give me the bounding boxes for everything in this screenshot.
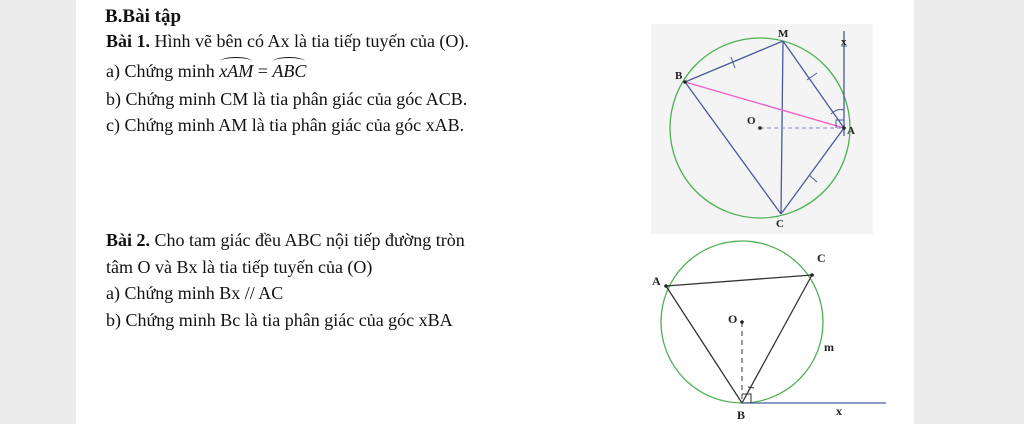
ex1-segment-bm (684, 40, 784, 83)
ex1-statement: Bài 1. Hình vẽ bên có Ax là tia tiếp tuy… (106, 31, 469, 52)
ex1-statement-text: Hình vẽ bên có Ax là tia tiếp tuyến của … (150, 31, 469, 51)
ex2-label-x: x (836, 404, 842, 418)
ex2-statement-line2: tâm O và Bx là tia tiếp tuyến của (O) (106, 257, 373, 277)
ex2-label-o: O (728, 312, 737, 326)
ex2-side-cb (741, 274, 813, 404)
ex2-label-b: B (737, 408, 745, 422)
ex1-label-o: O (747, 115, 756, 127)
ex1-label-x: x (841, 36, 847, 48)
page-margin-right (914, 0, 1024, 424)
ex2-label-a: A (652, 274, 661, 288)
ex1-arc-xam: xAM (219, 57, 254, 81)
ex1-figure: M x B O A C (651, 24, 873, 234)
ex1-label-a: A (847, 125, 855, 137)
document-page: B.Bài tập Bài 1. Hình vẽ bên có Ax là ti… (76, 0, 914, 424)
ex1-segment-ma (782, 40, 845, 129)
ex2-label-c: C (817, 251, 826, 265)
ex2-label: Bài 2. (106, 230, 151, 250)
ex1-circle (669, 37, 851, 219)
ex2-part-a: a) Chứng minh Bx // AC (106, 283, 284, 303)
ex2-statement-text: Cho tam giác đều ABC nội tiếp đường tròn (150, 230, 465, 250)
ex1-part-b: b) Chứng minh CM là tia phân giác của gó… (106, 89, 468, 109)
ex1-arc-abc: ABC (272, 57, 307, 81)
ex2-part-b: b) Chứng minh Bc là tia phân giác của gó… (106, 310, 453, 330)
ex1-label: Bài 1. (106, 31, 151, 51)
ex1-segment-ac (780, 127, 845, 215)
ex2-statement: Bài 2. Cho tam giác đều ABC nội tiếp đườ… (106, 230, 465, 251)
ex1-label-b: B (675, 70, 683, 82)
ex2-side-ab (665, 285, 743, 404)
ex2-figure: C A O m B x (652, 240, 886, 422)
ex2-side-ac (665, 274, 813, 287)
ex1-segment-ba (684, 81, 845, 129)
ex1-label-m: M (778, 28, 789, 40)
ex1-equals: = (253, 61, 273, 81)
section-heading: B.Bài tập (105, 6, 182, 27)
ex1-label-c: C (776, 218, 784, 230)
ex1-part-c: c) Chứng minh AM là tia phân giác của gó… (106, 115, 465, 135)
page-margin-left (0, 0, 76, 424)
ex2-label-m: m (824, 340, 834, 354)
ex1-part-a-prefix: a) Chứng minh (106, 61, 220, 81)
ex1-segment-bc (684, 81, 782, 215)
ex1-part-a: a) Chứng minh xAM = ABC (106, 57, 307, 82)
